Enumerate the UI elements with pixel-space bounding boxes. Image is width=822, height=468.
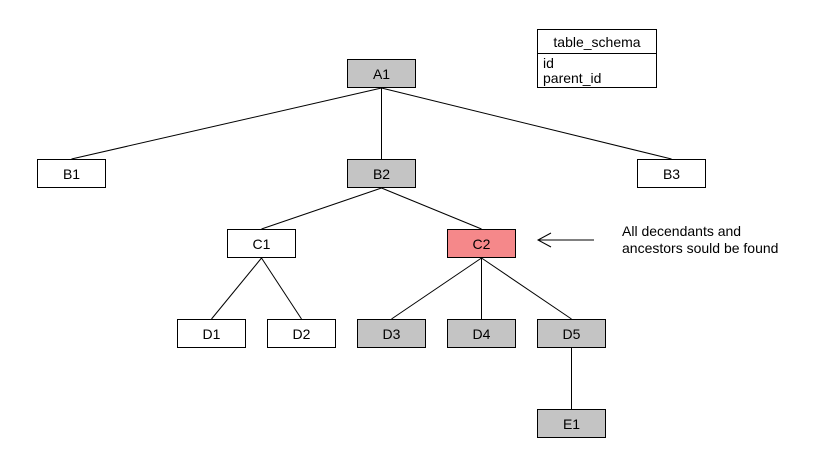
table-schema-box: table_schema id parent_id	[537, 29, 657, 88]
edge-b2-c1	[261, 187, 382, 230]
node-b1: B1	[37, 159, 106, 188]
annotation-note: All decendants and ancestors sould be fo…	[622, 223, 778, 257]
node-d3: D3	[357, 319, 426, 348]
edge-b2-c2	[381, 187, 482, 230]
edge-c1-d2	[261, 257, 302, 320]
edge-a1-b3	[381, 87, 672, 160]
schema-field-parent-id: parent_id	[543, 70, 602, 86]
node-d1: D1	[177, 319, 246, 348]
node-d2: D2	[267, 319, 336, 348]
node-c1: C1	[227, 229, 296, 258]
edge-c2-d3	[391, 257, 482, 320]
node-e1: E1	[537, 409, 606, 438]
schema-title: table_schema	[538, 30, 656, 54]
annotation-line-1: All decendants and	[622, 223, 742, 239]
node-c2: C2	[447, 229, 516, 258]
node-b2: B2	[347, 159, 416, 188]
node-a1: A1	[347, 59, 416, 88]
node-d5: D5	[537, 319, 606, 348]
edge-a1-b1	[71, 87, 382, 160]
edge-c1-d1	[211, 257, 262, 320]
node-b3: B3	[637, 159, 706, 188]
annotation-line-2: ancestors sould be found	[622, 240, 779, 256]
schema-field-id: id	[543, 55, 554, 71]
node-d4: D4	[447, 319, 516, 348]
edge-c2-d5	[481, 257, 572, 320]
annotation-arrow	[536, 232, 594, 248]
